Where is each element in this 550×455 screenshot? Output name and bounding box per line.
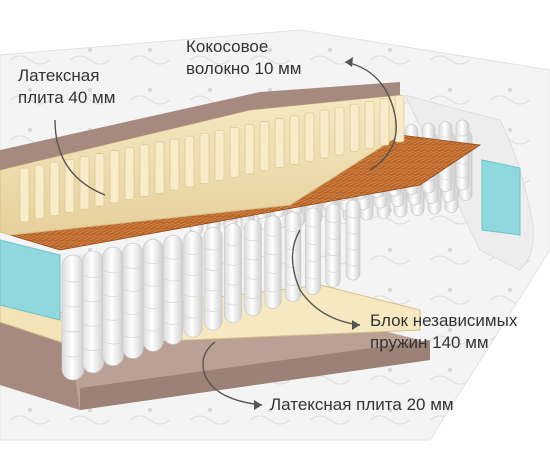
latex-rib (274, 118, 285, 168)
latex-rib (379, 98, 390, 146)
foam-edge (0, 159, 521, 321)
label-springs-line1: Блок независимых (370, 311, 518, 330)
latex-rib (259, 121, 270, 172)
latex-rib (184, 135, 195, 188)
latex-rib (334, 106, 345, 156)
label-coconut: Кокосовое волокно 10 мм (186, 36, 302, 80)
latex-rib (229, 127, 240, 178)
spring-coil (163, 235, 183, 345)
latex-rib (304, 112, 315, 162)
latex-rib (319, 109, 330, 159)
label-coconut-line1: Кокосовое (186, 37, 269, 56)
spring-coil (142, 238, 164, 352)
label-latex-bottom: Латексная плита 20 мм (270, 394, 454, 416)
label-latex-bottom-text: Латексная плита 20 мм (270, 395, 454, 414)
spring-coil (61, 254, 85, 381)
spring-coil (122, 242, 144, 359)
spring-coil (264, 215, 282, 309)
callout-lines (54, 61, 397, 406)
latex-rib (49, 161, 60, 216)
callout-coconut (344, 61, 397, 171)
latex-rib (79, 156, 90, 210)
spring-coil (345, 199, 361, 281)
callout-latex-bottom (202, 341, 263, 406)
latex-rib (109, 150, 120, 204)
label-latex-top-line1: Латексная (18, 66, 100, 85)
callout-arrowheads (254, 57, 360, 410)
spring-coil (81, 250, 105, 374)
spring-coil (203, 227, 223, 331)
label-latex-top: Латексная плита 40 мм (18, 65, 115, 109)
spring-coil (223, 223, 243, 324)
spring-coil (183, 231, 203, 338)
label-coconut-line2: волокно 10 мм (186, 59, 302, 78)
latex-rib (349, 103, 360, 152)
spring-coil (102, 246, 124, 367)
callout-latex-top (54, 119, 106, 196)
spring-coil (325, 203, 341, 288)
latex-rib (289, 115, 300, 165)
callout-springs (291, 229, 361, 326)
latex-rib (244, 124, 255, 175)
latex-top-slab (0, 94, 405, 236)
latex-rib (154, 141, 165, 194)
latex-rib (214, 129, 225, 181)
spring-coil (244, 219, 262, 317)
latex-rib (64, 158, 75, 213)
label-latex-top-line2: плита 40 мм (18, 88, 116, 107)
latex-rib (364, 100, 375, 149)
latex-rib (124, 147, 135, 200)
latex-ribs (19, 95, 405, 223)
label-springs-line2: пружин 140 мм (370, 333, 489, 352)
latex-rib (199, 132, 210, 184)
label-springs: Блок независимых пружин 140 мм (370, 310, 517, 354)
latex-rib (34, 164, 45, 220)
spring-coil (305, 207, 321, 295)
latex-rib (139, 144, 150, 197)
cover-band (0, 82, 400, 170)
latex-rib (169, 138, 180, 191)
latex-rib (19, 167, 30, 223)
latex-rib (94, 153, 105, 207)
